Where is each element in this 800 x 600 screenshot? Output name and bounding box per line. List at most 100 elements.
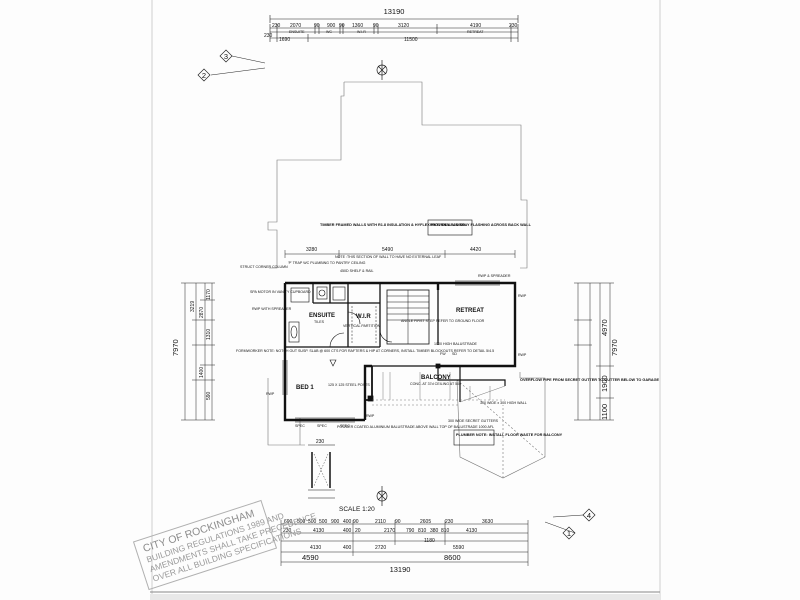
svg-text:4420: 4420 [470,247,481,253]
svg-text:W.I.R: W.I.R [357,30,366,34]
angle-first-note: ANGLE FIRST STEP REFER TO GROUND FLOOR [401,319,485,323]
plumber-note-box [453,429,495,446]
room-sub-balcony: CONC. AT 37d CEILING AT 50c [410,382,461,386]
svg-text:RETREAT: RETREAT [467,30,484,34]
room-label-bed1: BED 1 [296,385,314,391]
detail-dim: 230 [316,439,325,445]
wall-section-note: NOTE :THIS SECTION OF WALL TO HAVE NO EX… [335,255,442,259]
svg-text:2720: 2720 [375,545,386,551]
svg-text:2: 2 [202,71,206,80]
council-stamp: CITY OF ROCKINGHAM BUILDING REGULATIONS … [132,499,318,591]
svg-text:400: 400 [343,545,352,551]
svg-text:230: 230 [264,33,273,39]
balcony-hatch [372,372,506,406]
room-label-ensuite: ENSUITE [309,313,335,319]
svg-text:400: 400 [343,519,352,525]
bottom-dims-row3: 4130 400 2720 1180 5590 [310,538,464,551]
svg-text:1360: 1360 [352,23,363,29]
vertical-partition-note: VERTICAL PARTITION [343,324,381,328]
grid-marker-4: 4 [582,508,596,522]
svg-text:3120: 3120 [398,23,409,29]
left-dim-outer: 7970 [171,339,180,356]
plan-dimension-line [284,250,516,258]
plumber-note: PLUMBER NOTE: INSTALL FLOOR WASTE FOR BA… [456,433,563,437]
svg-text:ENSUITE: ENSUITE [289,30,305,34]
right-dims-inner: 4970 1900 1100 [600,319,609,420]
svg-text:810: 810 [441,528,450,534]
svg-text:1690: 1690 [279,37,290,43]
scale-label: SCALE 1:20 [339,506,375,513]
svg-text:500: 500 [319,519,328,525]
svg-text:1180: 1180 [424,538,435,544]
secret-gutter-note: 300 WIDE SECRET GUTTERS [448,419,499,423]
sd-label: SD [452,352,457,356]
svg-text:230: 230 [272,23,281,29]
bottom-dimension-lines [280,520,529,566]
spec-label-2: SPEC [317,424,327,428]
svg-text:3: 3 [224,52,228,61]
svg-text:4130: 4130 [466,528,477,534]
svg-text:4130: 4130 [310,545,321,551]
svg-text:2110: 2110 [375,519,386,525]
svg-text:5490: 5490 [382,247,393,253]
fw-label: FW [440,352,446,356]
rwp-label-2: RWP [518,353,527,357]
steel-posts-note: 125 X 125 STEEL POSTS [328,383,370,387]
svg-text:4970: 4970 [600,319,609,336]
svg-text:4130: 4130 [313,528,324,534]
svg-text:230: 230 [509,23,518,29]
svg-text:500: 500 [297,519,306,525]
svg-text:8600: 8600 [444,553,461,562]
svg-text:3280: 3280 [306,247,317,253]
section-marker-bottom [376,486,388,506]
detail-section [308,444,335,499]
svg-text:2170: 2170 [384,528,395,534]
overall-dimension-top: 13190 [384,7,405,16]
svg-text:500: 500 [308,519,317,525]
svg-text:90: 90 [353,519,359,525]
svg-text:900: 900 [331,519,340,525]
spec-label-1: SPEC [295,424,305,428]
formworker-note: FORMWORKER NOTE: NOTCH OUT SUSP. SLAB @ … [236,349,494,353]
room-sub-ensuite: TILES [314,320,325,324]
room-label-wir: W.I.R [356,314,371,320]
room-label-balcony: BALCONY [421,375,451,381]
rwp-label-3: RWP [266,392,275,396]
svg-text:380: 380 [430,528,439,534]
rwp-label-1: RWP [518,294,527,298]
rwp-label-4: RWP [366,414,375,418]
spa-motor-note: SPA MOTOR IN VANITY CUPBOARD [250,290,311,294]
svg-text:230: 230 [283,528,292,534]
left-dims-inner: 3219 2870 1170 1310 1400 590 [190,289,212,400]
plan-walls [282,280,517,423]
top-dimensions [269,15,519,42]
svg-text:90: 90 [373,23,379,29]
grid-marker-2: 2 [197,68,211,82]
room-label-retreat: RETREAT [456,308,484,314]
rwp-spreader2-note: RWP & SPREADER [478,274,511,278]
balustrade-note: 1000 HIGH BALUSTRADE [434,342,478,346]
shelf-note: 450D SHELF & RAIL [340,269,374,273]
grid-marker-1: 1 [562,526,576,540]
right-dim-outer: 7970 [610,339,619,356]
svg-text:900: 900 [327,23,336,29]
svg-text:230: 230 [445,519,454,525]
svg-text:2070: 2070 [290,23,301,29]
left-dimension-chain [181,282,215,421]
provide-lead-box [427,219,473,236]
rwp-spreader-note: RWP WITH SPREADER [252,307,292,311]
trap-note: 'P' TRAP WC PLUMBING TO PANTRY CEILING [288,261,366,265]
svg-text:790: 790 [406,528,415,534]
powder-coated-note: POWDER COATED ALUMINIUM BALUSTRADE ABOVE… [337,425,494,429]
top-dims-row1: 230 2070 90 900 90 1360 90 3120 4190 230 [272,23,518,29]
svg-text:1: 1 [567,529,571,538]
right-dimension-chain [574,282,614,421]
svg-text:90: 90 [314,23,320,29]
struct-corner-note: STRUCT CORNER COLUMN [240,265,288,269]
svg-text:4590: 4590 [302,553,319,562]
svg-text:1170: 1170 [206,289,212,300]
svg-text:4190: 4190 [470,23,481,29]
timber-frame-note: TIMBER FRAMED WALLS WITH R1.8 INSULATION… [320,223,465,227]
bottom-dims-row2: 230 4130 400 20 2170 790 810 380 810 413… [283,528,477,534]
